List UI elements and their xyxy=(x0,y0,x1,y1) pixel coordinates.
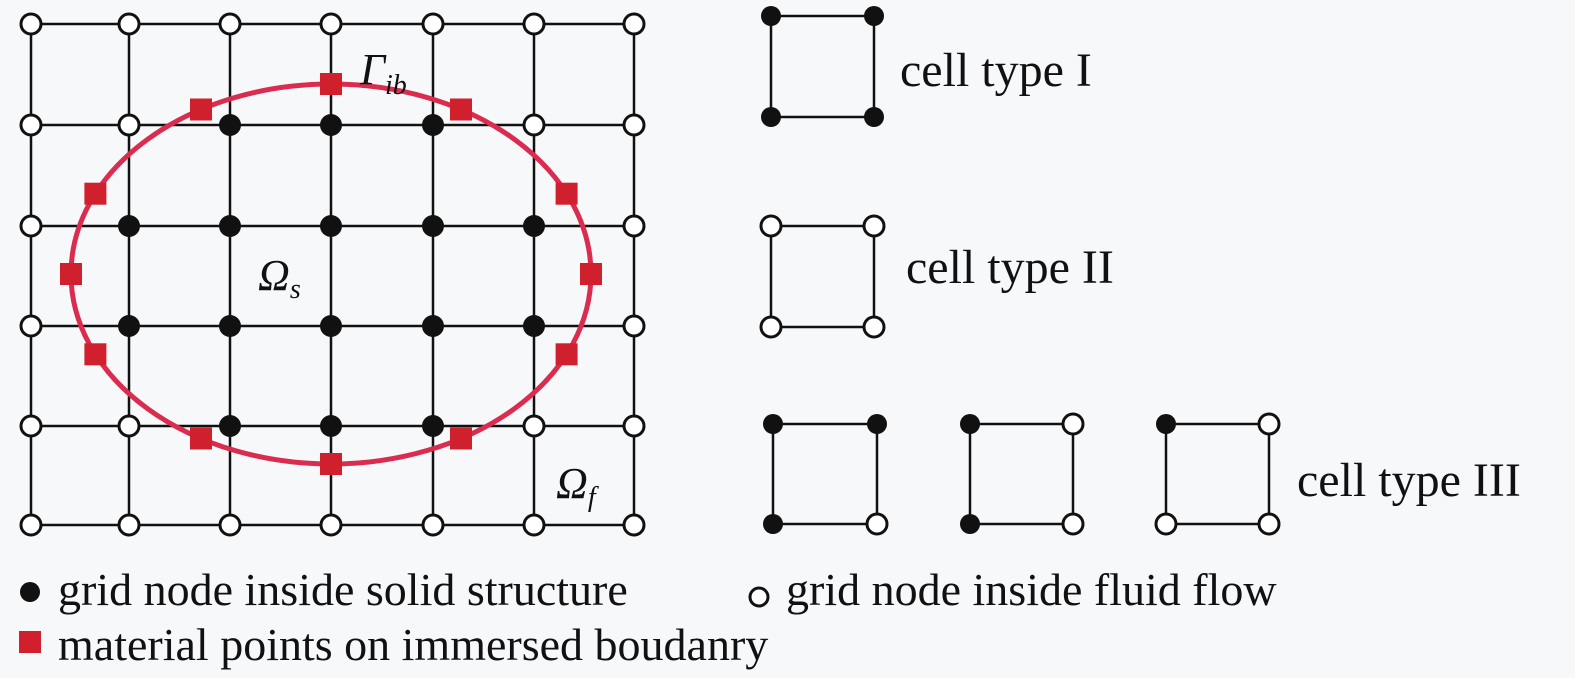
solid-node-icon xyxy=(320,215,342,237)
solid-node-icon xyxy=(219,215,241,237)
cell-type-2 xyxy=(759,214,886,339)
cell-type-3-label: cell type III xyxy=(1297,454,1521,507)
fluid-node-icon xyxy=(1257,512,1281,536)
fluid-node-icon xyxy=(19,12,43,36)
fluid-node-icon xyxy=(319,12,343,36)
solid-node-icon xyxy=(523,215,545,237)
solid-node-icon xyxy=(219,114,241,136)
solid-node-icon xyxy=(761,107,781,127)
material-points xyxy=(60,73,602,475)
solid-node-icon xyxy=(960,514,980,534)
fluid-node-icon xyxy=(522,513,546,537)
material-point-icon xyxy=(555,182,578,205)
solid-node-icon xyxy=(118,315,140,337)
fluid-node-icon xyxy=(622,113,646,137)
fluid-node-icon xyxy=(522,113,546,137)
fluid-node-icon xyxy=(862,214,886,238)
cell-type-1-label: cell type I xyxy=(900,44,1092,97)
solid-node-icon xyxy=(118,215,140,237)
fluid-node-icon xyxy=(622,314,646,338)
omega-f-subscript: f xyxy=(588,482,599,513)
cell-type-2-label: cell type II xyxy=(906,241,1114,294)
material-point-icon xyxy=(84,182,107,205)
fluid-node-icon xyxy=(421,513,445,537)
material-point-icon xyxy=(580,263,602,285)
fluid-node-icon xyxy=(218,12,242,36)
fluid-node-icon xyxy=(218,513,242,537)
fluid-node-icon xyxy=(1154,512,1178,536)
fluid-node-icon xyxy=(759,214,783,238)
material-point-icon xyxy=(190,98,212,121)
omega-s-label: Ωs xyxy=(258,251,301,305)
legend-solid-text: grid node inside solid structure xyxy=(58,564,628,615)
solid-node-icon xyxy=(761,6,781,26)
fluid-node-icon xyxy=(1061,412,1085,436)
omega-f-label: Ωf xyxy=(556,459,599,513)
material-point-icon xyxy=(84,343,107,366)
legend-solid-node-icon xyxy=(20,582,40,602)
solid-node-icon xyxy=(219,315,241,337)
solid-node-icon xyxy=(864,6,884,26)
solid-node-icon xyxy=(1156,414,1176,434)
solid-node-icon xyxy=(763,514,783,534)
fluid-node-icon xyxy=(622,12,646,36)
fluid-node-icon xyxy=(117,113,141,137)
cell-type-3-example-c xyxy=(1154,412,1281,536)
solid-node-icon xyxy=(864,107,884,127)
fluid-node-icon xyxy=(1061,512,1085,536)
fluid-node-icon xyxy=(1257,412,1281,436)
legend-material-point-icon xyxy=(19,631,41,653)
solid-node-icon xyxy=(320,114,342,136)
fluid-node-icon xyxy=(522,414,546,438)
solid-node-icon xyxy=(422,315,444,337)
material-point-icon xyxy=(320,73,342,95)
fluid-node-icon xyxy=(622,214,646,238)
material-point-icon xyxy=(450,98,472,121)
legend-fluid-node-icon xyxy=(748,586,770,608)
grid-lines xyxy=(29,22,636,527)
fluid-node-icon xyxy=(117,513,141,537)
cell-type-3-example-b xyxy=(960,412,1085,536)
fluid-node-icon xyxy=(19,414,43,438)
cell-type-3-example-a xyxy=(763,414,889,536)
fluid-node-icon xyxy=(19,214,43,238)
solid-node-icon xyxy=(422,415,444,437)
fluid-node-icon xyxy=(319,513,343,537)
legend-fluid-text: grid node inside fluid flow xyxy=(786,564,1277,615)
gamma-label: Γib xyxy=(359,45,407,101)
solid-node-icon xyxy=(523,315,545,337)
material-point-icon xyxy=(60,263,82,285)
material-point-icon xyxy=(555,343,578,366)
solid-node-icon xyxy=(320,415,342,437)
fluid-node-icon xyxy=(759,315,783,339)
material-point-icon xyxy=(320,453,342,475)
solid-node-icon xyxy=(320,315,342,337)
solid-node-icon xyxy=(867,414,887,434)
fluid-node-icon xyxy=(865,512,889,536)
grid-nodes xyxy=(19,12,646,537)
material-point-icon xyxy=(190,427,212,450)
fluid-node-icon xyxy=(19,113,43,137)
material-point-icon xyxy=(450,427,472,450)
fluid-node-icon xyxy=(622,414,646,438)
fluid-node-icon xyxy=(622,513,646,537)
cell-type-1 xyxy=(761,6,884,127)
fluid-node-icon xyxy=(19,513,43,537)
fluid-node-icon xyxy=(19,314,43,338)
legend-material-text: material points on immersed boudanry xyxy=(58,619,768,670)
solid-node-icon xyxy=(219,415,241,437)
gamma-subscript: ib xyxy=(385,70,407,101)
solid-node-icon xyxy=(763,414,783,434)
fluid-node-icon xyxy=(421,12,445,36)
omega-s-subscript: s xyxy=(290,274,301,305)
solid-node-icon xyxy=(960,414,980,434)
fluid-node-icon xyxy=(117,414,141,438)
fluid-node-icon xyxy=(117,12,141,36)
solid-node-icon xyxy=(422,114,444,136)
fluid-node-icon xyxy=(522,12,546,36)
solid-node-icon xyxy=(422,215,444,237)
fluid-node-icon xyxy=(862,315,886,339)
